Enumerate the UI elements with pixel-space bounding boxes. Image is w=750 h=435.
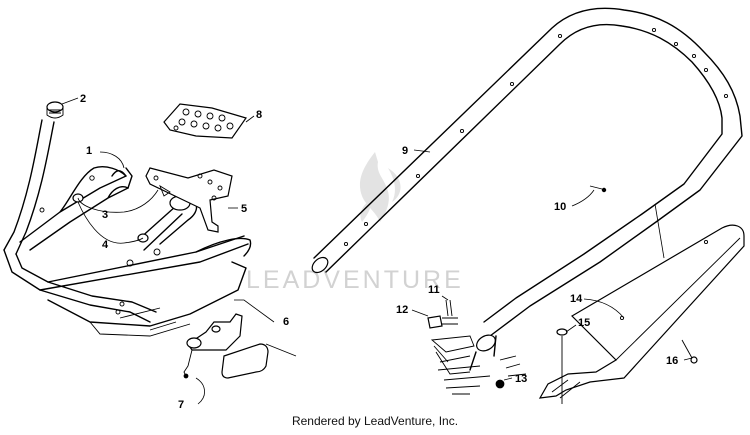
callout-10: 10	[554, 201, 566, 213]
callout-4: 4	[102, 239, 109, 251]
callout-9: 9	[402, 145, 408, 157]
callout-11: 11	[428, 284, 440, 296]
flame-logo-icon	[359, 152, 401, 222]
callout-14: 14	[570, 293, 583, 305]
callout-16: 16	[666, 355, 678, 367]
callout-15: 15	[578, 317, 590, 329]
callout-1: 1	[86, 145, 92, 157]
mount-bracket	[145, 167, 233, 233]
callout-12: 12	[396, 304, 408, 316]
render-credit: Rendered by LeadVenture, Inc.	[291, 414, 459, 428]
callout-3: 3	[102, 209, 108, 221]
hardware-kit-bag	[163, 103, 247, 139]
tube-end	[311, 256, 329, 274]
hoop-tube	[313, 7, 743, 337]
callout-7: 7	[178, 399, 184, 411]
light-lens	[221, 343, 269, 379]
front-bumper-assembly	[3, 101, 269, 379]
callout-numbers: 2 1 8 3 5 4 6 7 9 10 11 12 13 14 15 16	[80, 93, 678, 411]
leadventure-watermark: LEADVENTURE	[246, 152, 464, 294]
bolt	[427, 315, 443, 329]
watermark-text: LEADVENTURE	[246, 266, 464, 294]
callout-13: 13	[515, 373, 527, 385]
nut	[495, 379, 505, 389]
mount-base-detail	[430, 335, 527, 395]
leader-lines	[61, 97, 693, 405]
rivet	[690, 356, 698, 364]
callout-5: 5	[241, 203, 247, 215]
callout-6: 6	[283, 316, 289, 328]
end-cap	[46, 101, 64, 113]
hoop-assembly	[311, 7, 745, 404]
callout-2: 2	[80, 93, 86, 105]
bumper-grab-tube	[3, 119, 55, 255]
callout-8: 8	[256, 109, 262, 121]
harness-wire	[183, 349, 193, 377]
deflector-panel	[538, 224, 745, 399]
